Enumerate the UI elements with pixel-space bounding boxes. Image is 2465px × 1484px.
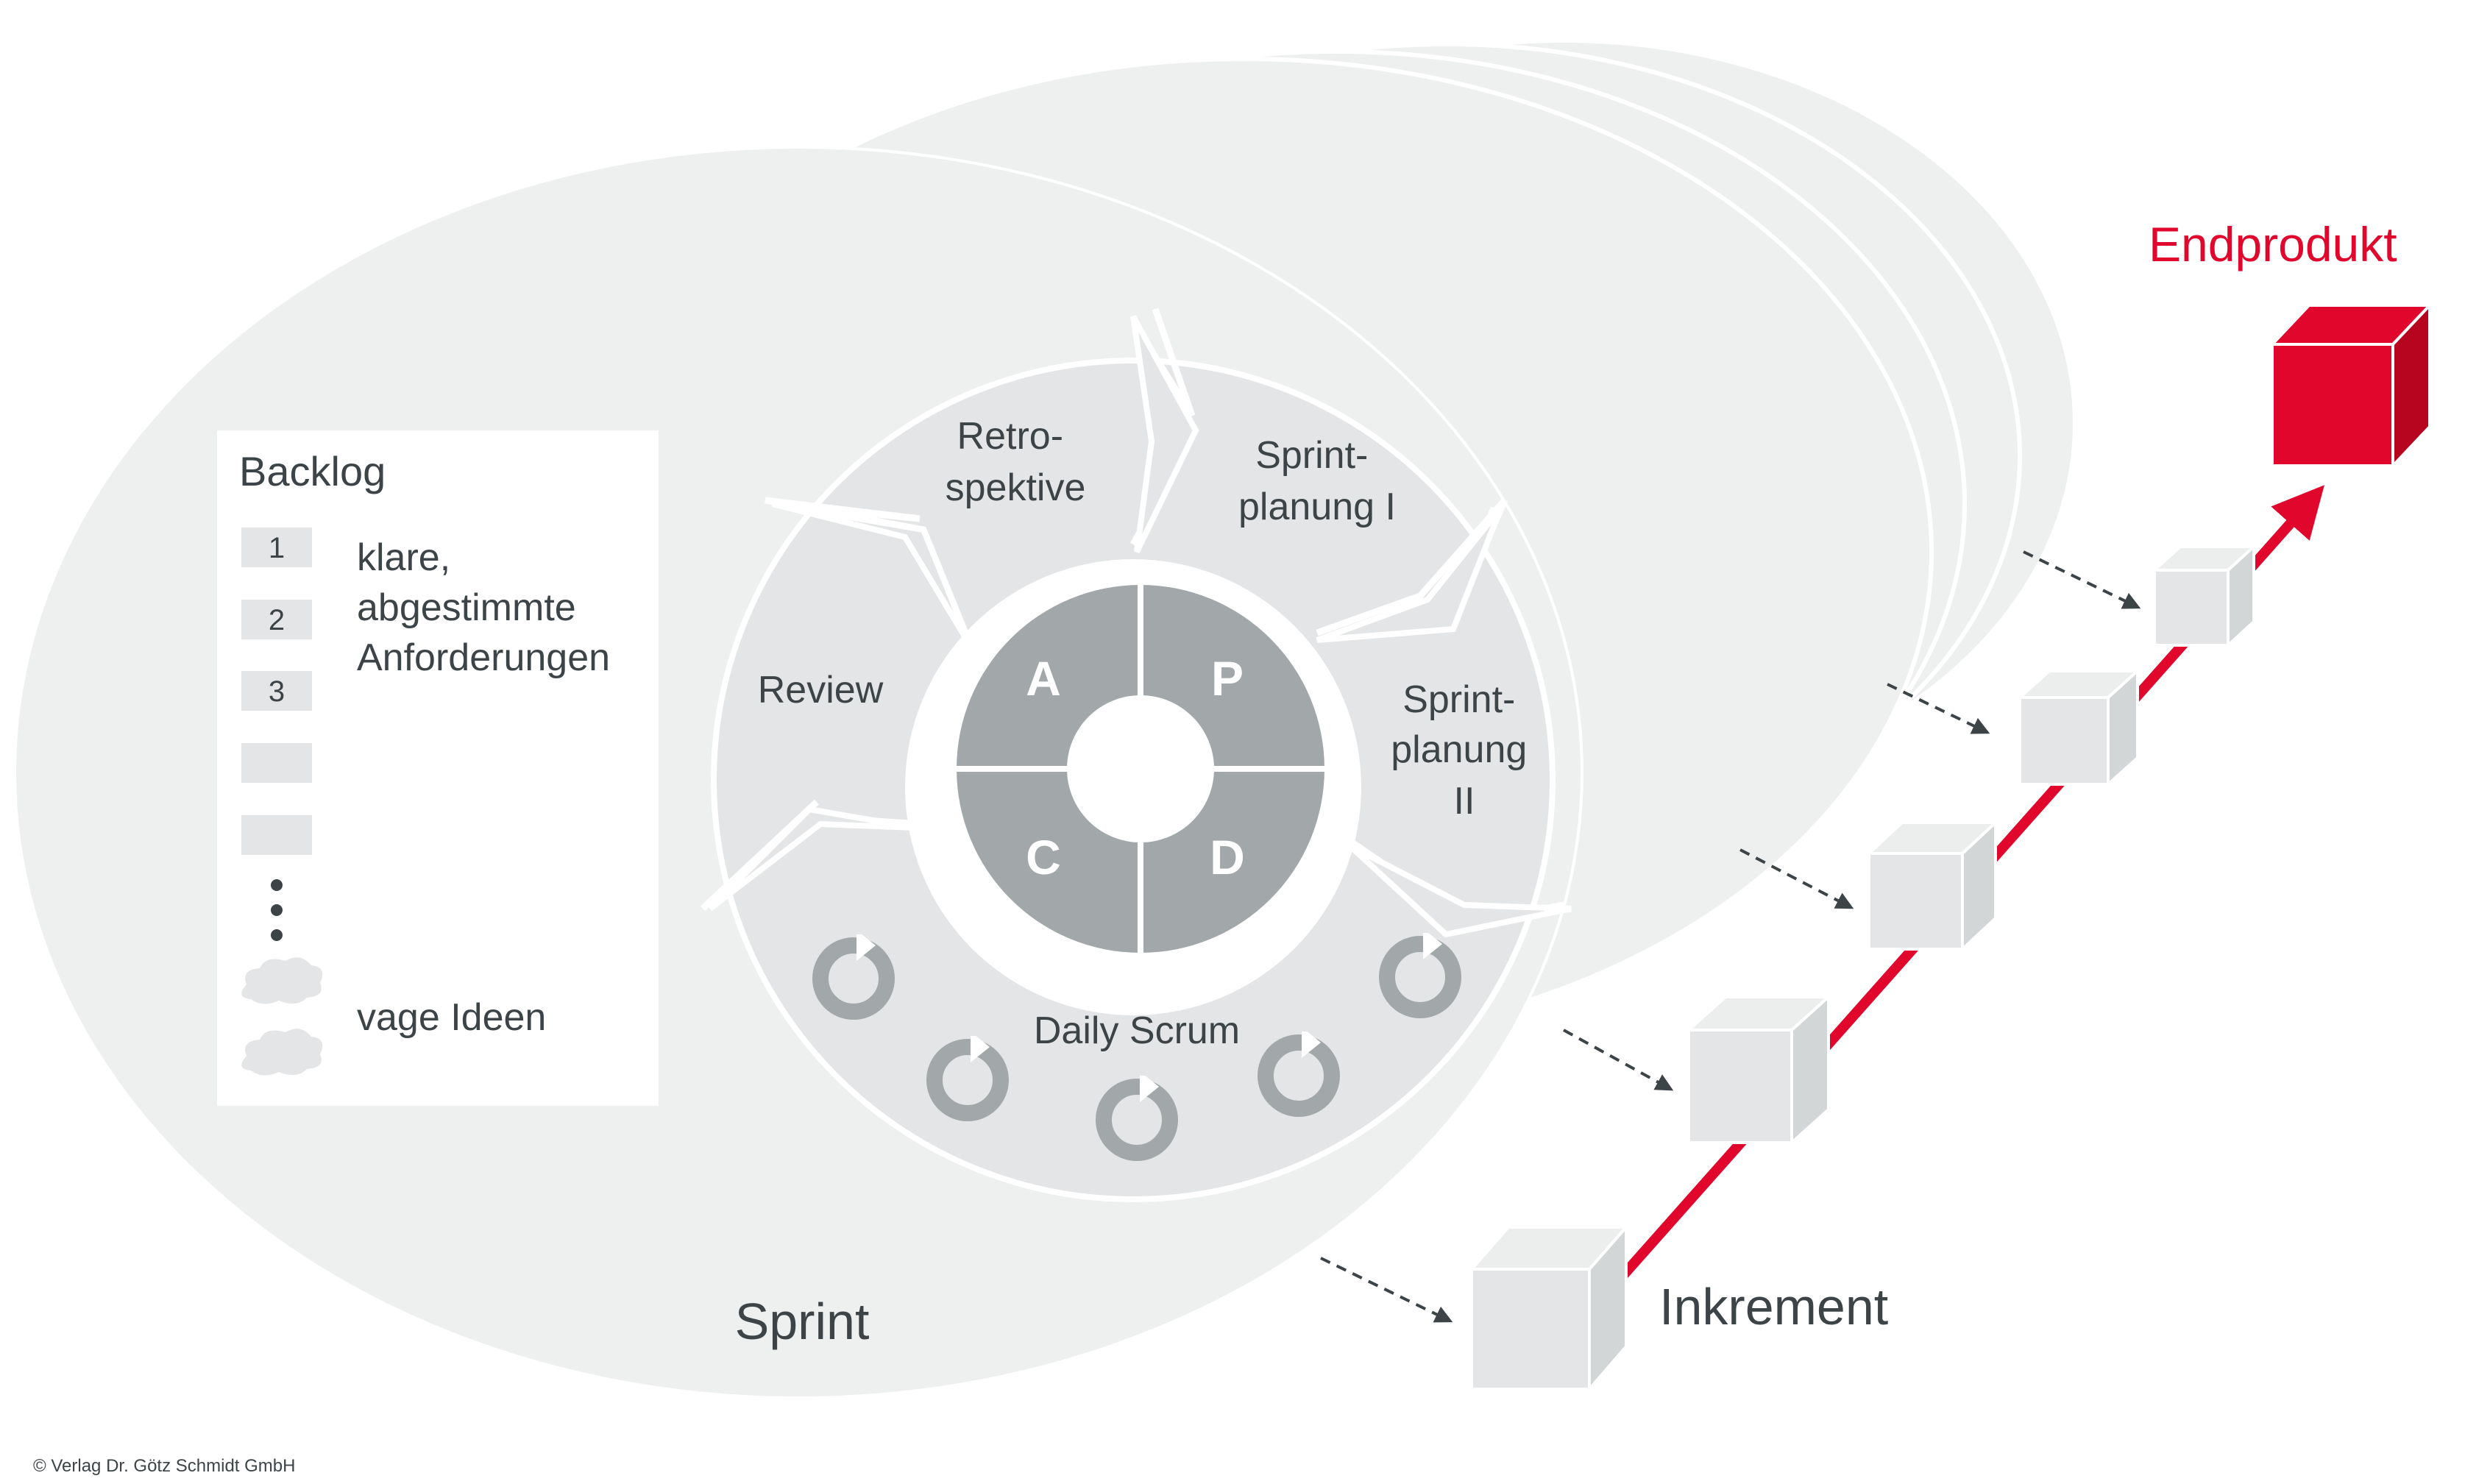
pdca-a: A <box>1026 651 1061 706</box>
cloud-icon <box>241 1029 323 1076</box>
vague-ideas-label: vage Ideen <box>357 996 546 1039</box>
pdca-hub <box>1067 695 1214 842</box>
backlog-item-number: 2 <box>269 604 285 636</box>
backlog-panel: Backlog 1 2 3 klare, abgestimmte Anforde… <box>217 430 659 1106</box>
increment-label: Inkrement <box>1659 1278 1888 1335</box>
phase-labels: Retro- spektive Sprint- planung I Sprint… <box>758 415 1538 1052</box>
phase-review-label: Review <box>758 669 884 711</box>
arrowhead-retro <box>1130 315 1199 553</box>
sprint-cycle: A P C D Retro- spektive Sprint- planung … <box>700 308 1572 1202</box>
backlog-item-box <box>241 528 312 567</box>
pdca-p: P <box>1211 651 1244 706</box>
pdca-wheel: A P C D <box>953 581 1328 956</box>
backlog-items: 1 2 3 <box>241 528 312 855</box>
ellipsis-dot <box>271 929 283 941</box>
end-product-label: Endprodukt <box>2149 217 2397 271</box>
increment-cube <box>1868 821 1997 951</box>
sprint-label: Sprint <box>735 1293 870 1350</box>
copyright-notice: © Verlag Dr. Götz Schmidt GmbH <box>33 1456 295 1476</box>
cloud-icon <box>241 957 323 1004</box>
delivery-arrow <box>1887 683 1990 734</box>
pdca-c: C <box>1026 830 1061 884</box>
phase-arrowheads <box>708 315 1572 938</box>
increment-cube <box>2018 670 2139 786</box>
increment-cube <box>2153 545 2255 647</box>
delivery-arrows <box>1320 550 2141 1323</box>
pdca-d: D <box>1210 830 1245 884</box>
backlog-item-box <box>241 743 312 783</box>
vague-idea-clouds <box>241 957 323 1076</box>
arrowhead-planning1 <box>1316 505 1504 643</box>
increment-cube <box>1470 1226 1628 1391</box>
delivery-arrow <box>2023 550 2141 609</box>
backlog-item-box <box>241 600 312 639</box>
phase-retro-label: Retro- spektive <box>946 415 1086 509</box>
phase-planning2-label: Sprint- planung II <box>1391 678 1538 823</box>
ellipsis-dot <box>271 879 283 891</box>
increment-cube <box>1687 995 1830 1144</box>
delivery-arrow <box>1563 1029 1674 1091</box>
backlog-title: Backlog <box>239 448 386 494</box>
clear-requirements-label: klare, abgestimmte Anforderungen <box>357 536 610 679</box>
ellipsis-dot <box>271 904 283 916</box>
backlog-item-number: 3 <box>269 675 285 708</box>
delivery-arrow <box>1320 1257 1453 1323</box>
end-product-cube <box>2271 304 2431 467</box>
daily-scrum-label: Daily Scrum <box>1034 1009 1240 1052</box>
backlog-item-box <box>241 671 312 711</box>
backlog-item-number: 1 <box>269 532 285 564</box>
increment-cubes <box>1470 545 2255 1391</box>
ellipsis-dots <box>271 879 283 941</box>
backlog-item-box <box>241 815 312 855</box>
phase-planning1-label: Sprint- planung I <box>1238 434 1396 528</box>
delivery-arrow <box>1739 848 1854 909</box>
